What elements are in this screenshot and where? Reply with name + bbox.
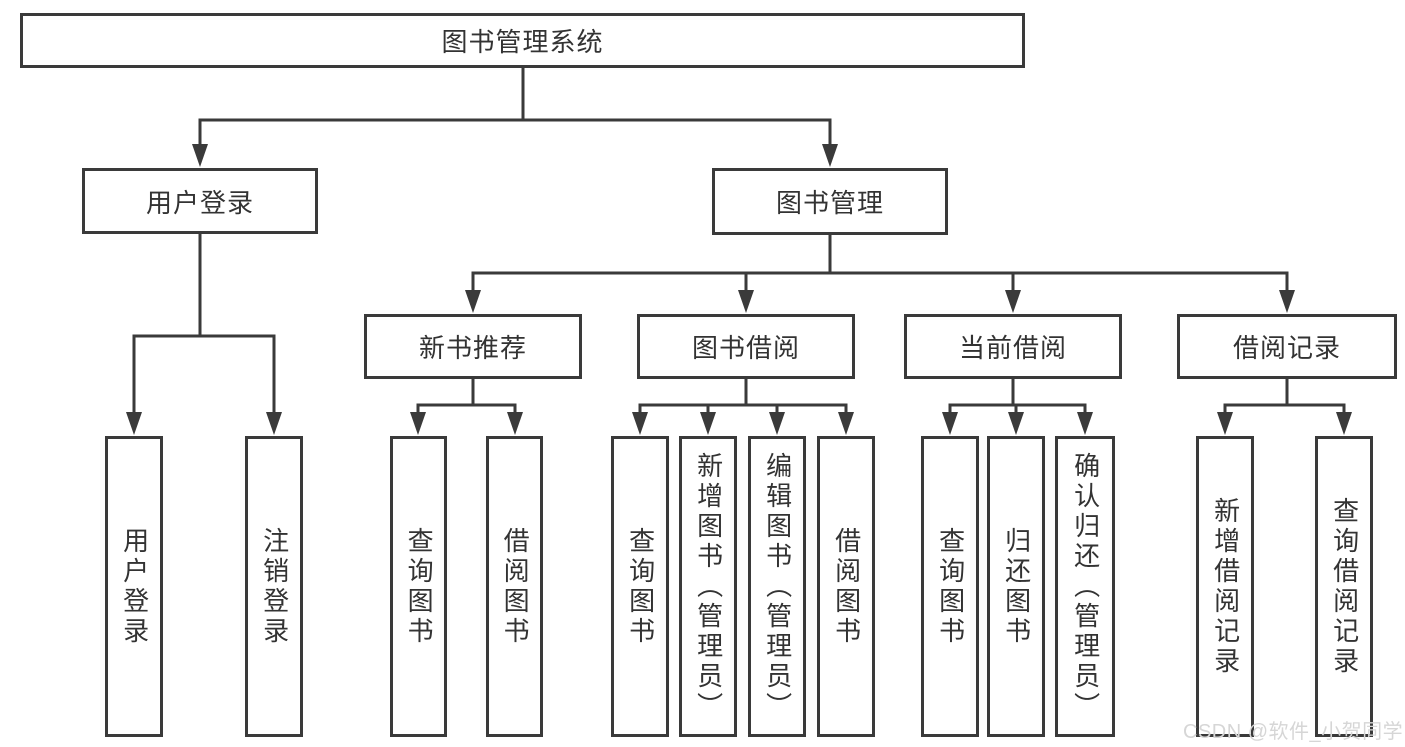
node-book-borrow-label: 图书借阅 <box>691 333 800 363</box>
leaf-borrow-books-label: 借阅图书 <box>831 526 862 647</box>
leaf-borrow-books: 借阅图书 <box>817 436 875 737</box>
leaf-confirm-return-admin: 确认归还（管理员） <box>1055 436 1115 737</box>
node-new-book-recommend-label: 新书推荐 <box>418 333 527 363</box>
leaf-query-borrow-record: 查询借阅记录 <box>1315 436 1373 737</box>
leaf-borrow-books-recommend-label: 借阅图书 <box>500 526 531 647</box>
leaf-edit-books-admin-label: 编辑图书（管理员） <box>762 451 793 722</box>
leaf-add-borrow-record: 新增借阅记录 <box>1196 436 1254 737</box>
node-new-book-recommend: 新书推荐 <box>364 314 582 379</box>
node-user-login-group: 用户登录 <box>82 168 318 234</box>
node-user-login-group-label: 用户登录 <box>145 187 254 218</box>
leaf-add-books-admin-label: 新增图书（管理员） <box>693 451 724 722</box>
leaf-query-borrow-record-label: 查询借阅记录 <box>1329 496 1360 677</box>
node-borrow-records-label: 借阅记录 <box>1232 333 1341 363</box>
node-root-label: 图书管理系统 <box>441 27 604 57</box>
leaf-user-login-label: 用户登录 <box>119 526 150 647</box>
csdn-watermark: CSDN @软件_小贺同学 <box>1183 721 1404 743</box>
leaf-edit-books-admin: 编辑图书（管理员） <box>748 436 806 737</box>
leaf-logout-login-label: 注销登录 <box>259 526 290 647</box>
leaf-query-books-recommend: 查询图书 <box>390 436 447 737</box>
node-current-borrow: 当前借阅 <box>904 314 1122 379</box>
leaf-return-books: 归还图书 <box>987 436 1045 737</box>
leaf-logout-login: 注销登录 <box>245 436 303 737</box>
leaf-add-borrow-record-label: 新增借阅记录 <box>1210 496 1241 677</box>
leaf-add-books-admin: 新增图书（管理员） <box>679 436 737 737</box>
leaf-query-books-current-label: 查询图书 <box>935 526 966 647</box>
node-book-management-label: 图书管理 <box>775 188 884 218</box>
leaf-confirm-return-admin-label: 确认归还（管理员） <box>1070 451 1101 722</box>
node-root: 图书管理系统 <box>20 13 1025 68</box>
leaf-query-books-borrow-label: 查询图书 <box>625 526 656 647</box>
leaf-query-books-borrow: 查询图书 <box>611 436 669 737</box>
leaf-query-books-current: 查询图书 <box>921 436 979 737</box>
leaf-query-books-recommend-label: 查询图书 <box>404 526 435 647</box>
node-book-borrow: 图书借阅 <box>637 314 855 379</box>
leaf-borrow-books-recommend: 借阅图书 <box>486 436 543 737</box>
connector-arrowheads <box>126 144 1352 435</box>
node-book-management: 图书管理 <box>712 168 948 235</box>
node-current-borrow-label: 当前借阅 <box>958 333 1067 363</box>
leaf-user-login: 用户登录 <box>105 436 163 737</box>
leaf-return-books-label: 归还图书 <box>1001 526 1032 647</box>
node-borrow-records: 借阅记录 <box>1177 314 1397 379</box>
